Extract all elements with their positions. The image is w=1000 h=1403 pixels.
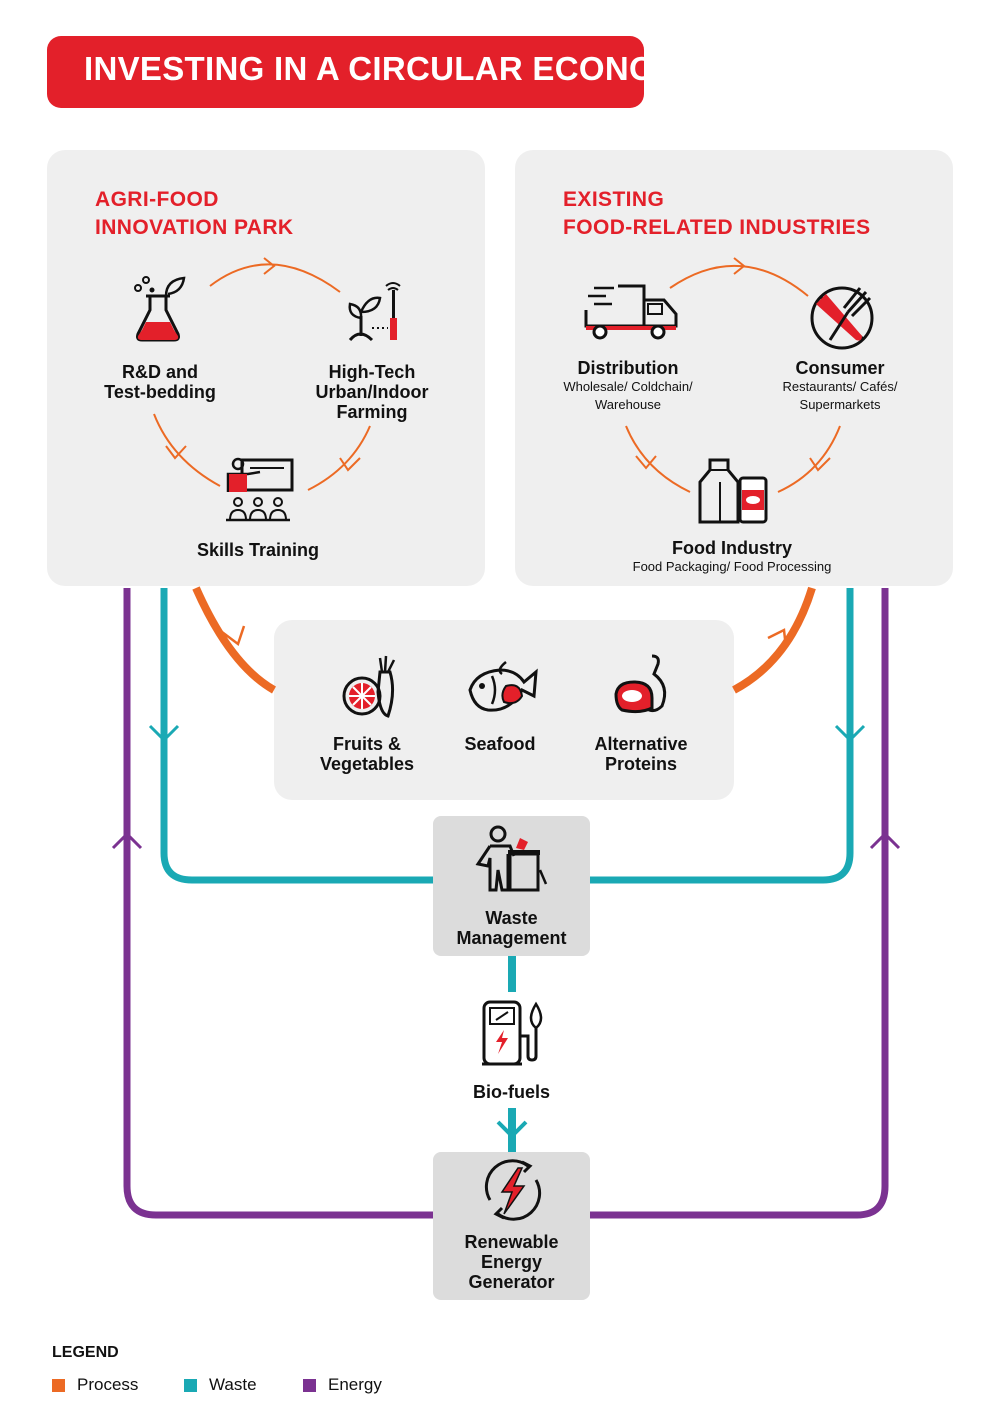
industry-heading-line2: FOOD-RELATED INDUSTRIES (563, 216, 871, 239)
waste-label-line2: Management (456, 928, 567, 948)
agri-heading-line1: AGRI-FOOD (95, 188, 219, 211)
legend-energy-swatch (303, 1379, 316, 1393)
food-package-icon (698, 458, 768, 524)
industry-cycle-left-arrow (635, 455, 657, 470)
agri-cycle-top-arrow (263, 257, 276, 275)
energy-arrow-left (111, 831, 143, 850)
biofuel-pump-icon (482, 1000, 543, 1066)
biofuel-arrow (496, 1120, 528, 1139)
industry-cycle-right-arc (777, 425, 841, 493)
food-industry-node: Food Industry Food Packaging/ Food Proce… (612, 538, 852, 576)
farming-label-line2: Urban/Indoor (315, 382, 429, 402)
distribution-sub1: Wholesale/ Coldchain/ (563, 379, 693, 394)
consumer-node: Consumer Restaurants/ Cafés/ Supermarket… (752, 358, 928, 414)
waste-label-line1: Waste (485, 908, 538, 928)
renewable-energy-icon (484, 1159, 542, 1221)
energy-arrow-right (869, 831, 901, 850)
process-arc-left (192, 586, 277, 694)
training-icon (226, 457, 294, 522)
fruits-label-line2: Vegetables (319, 754, 415, 774)
process-arrow-left (221, 625, 246, 647)
food-industry-sub: Food Packaging/ Food Processing (632, 559, 832, 574)
energy-label-line2: Energy (480, 1252, 543, 1272)
legend-energy: Energy (303, 1375, 382, 1395)
legend-energy-label: Energy (328, 1375, 382, 1394)
industries-panel (515, 150, 953, 586)
food-industry-label: Food Industry (672, 538, 792, 558)
consumer-label: Consumer (795, 358, 885, 378)
distribution-label: Distribution (577, 358, 679, 378)
farming-label: High-Tech Urban/Indoor Farming (292, 362, 452, 422)
rd-label-line2: Test-bedding (104, 382, 216, 402)
biofuels-label: Bio-fuels (472, 1082, 550, 1102)
process-arrow-right (767, 628, 788, 649)
proteins-label-line1: Alternative (594, 734, 688, 754)
waste-flow-line (160, 588, 854, 884)
training-label: Skills Training (196, 540, 320, 560)
agri-food-panel (47, 150, 485, 586)
legend-waste-swatch (184, 1379, 197, 1393)
waste-arrow-left (148, 724, 180, 743)
legend-waste-label: Waste (209, 1375, 257, 1394)
waste-label: Waste Management (433, 908, 590, 948)
fruits-label: Fruits & Vegetables (292, 734, 442, 774)
waste-bin-person-icon (475, 825, 548, 892)
distribution-node: Distribution Wholesale/ Coldchain/ Wareh… (540, 358, 716, 414)
rd-label: R&D and Test-bedding (80, 362, 240, 402)
legend-process: Process (52, 1375, 138, 1395)
page-title: INVESTING IN A CIRCULAR ECONOMY (84, 50, 706, 87)
rd-label-line1: R&D and (122, 362, 198, 382)
energy-label-line1: Renewable (464, 1232, 559, 1252)
industry-cycle-top-arrow (733, 257, 746, 275)
proteins-label-line2: Proteins (604, 754, 678, 774)
legend-process-label: Process (77, 1375, 139, 1394)
industry-heading-line1: EXISTING (563, 188, 665, 211)
industry-cycle-top-arc (669, 264, 809, 297)
seafood-label: Seafood (464, 734, 536, 754)
process-arc-right (732, 586, 816, 694)
farming-label-line3: Farming (336, 402, 408, 422)
no-cutlery-icon (810, 286, 874, 350)
industry-heading: EXISTING FOOD-RELATED INDUSTRIES (563, 186, 870, 242)
industry-cycle-left-arc (625, 425, 691, 493)
agri-heading: AGRI-FOOD INNOVATION PARK (95, 186, 294, 242)
legend-process-swatch (52, 1379, 65, 1393)
legend-heading: LEGEND (52, 1344, 119, 1361)
fruits-label-line1: Fruits & (332, 734, 401, 754)
consumer-sub2: Supermarkets (799, 397, 881, 412)
agri-cycle-top-arc (209, 263, 341, 293)
agri-cycle-left-arrow (165, 445, 187, 460)
industry-cycle-right-arrow (809, 457, 831, 472)
agri-cycle-left-arc (153, 413, 221, 487)
proteins-label: Alternative Proteins (566, 734, 716, 774)
title-banner (47, 36, 644, 108)
plant-sensor-icon (348, 282, 401, 342)
farming-label-line1: High-Tech (328, 362, 416, 382)
legend-waste: Waste (184, 1375, 257, 1395)
fruit-vegetable-icon (342, 655, 396, 718)
meat-protein-icon (614, 654, 667, 714)
flask-icon (134, 276, 186, 342)
agri-heading-line2: INNOVATION PARK (95, 216, 294, 239)
agri-cycle-right-arc (307, 425, 371, 491)
fish-shrimp-icon (468, 661, 538, 712)
energy-label-line3: Generator (468, 1272, 555, 1292)
consumer-sub1: Restaurants/ Cafés/ (782, 379, 898, 394)
energy-flow-line (123, 588, 889, 1219)
energy-label: Renewable Energy Generator (433, 1232, 590, 1292)
agri-cycle-right-arrow (339, 457, 361, 472)
waste-arrow-right (834, 724, 866, 743)
distribution-sub2: Warehouse (595, 397, 661, 412)
truck-icon (584, 284, 678, 340)
